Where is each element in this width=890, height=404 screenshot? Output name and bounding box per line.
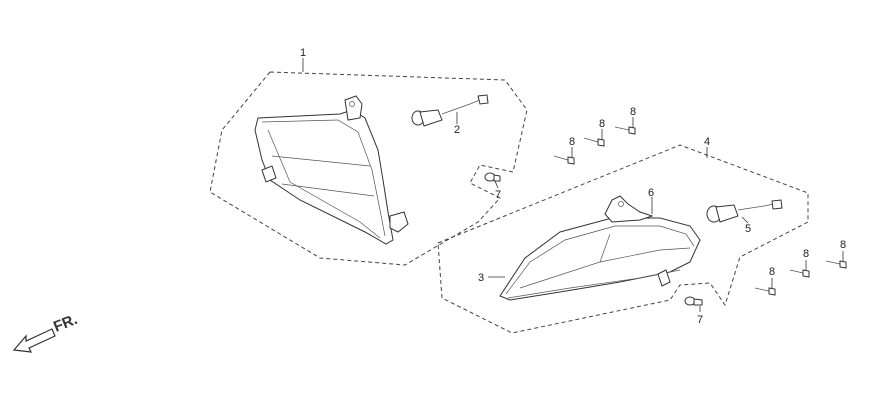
leader-5: [741, 216, 749, 224]
screw-8c: [614, 126, 636, 135]
callout-8d: 8: [769, 266, 775, 278]
small-bulb-7-top: [484, 172, 501, 182]
callout-2: 2: [454, 124, 460, 136]
screw-8f: [825, 260, 847, 269]
bulb-socket-wire-2: [411, 94, 489, 127]
assembly-1-outline: [209, 71, 528, 266]
front-direction-label: FR.: [51, 311, 80, 336]
callout-7-bottom: 7: [697, 314, 703, 326]
callout-3: 3: [478, 272, 484, 284]
callout-6: 6: [648, 187, 654, 199]
small-bulb-7-bottom: [684, 296, 703, 306]
callout-8c: 8: [630, 106, 636, 118]
callout-8e: 8: [803, 248, 809, 260]
callout-8f: 8: [840, 239, 846, 251]
left-headlight-housing: [254, 95, 409, 245]
screw-8d: [754, 287, 776, 296]
screw-8b: [583, 137, 605, 147]
callout-5: 5: [745, 223, 751, 235]
callout-7-top: 7: [495, 189, 501, 201]
callout-4: 4: [704, 136, 710, 148]
bulb-socket-wire-5: [706, 199, 783, 223]
leader-7a: [494, 180, 499, 189]
callout-8a: 8: [569, 136, 575, 148]
screw-8a: [553, 155, 575, 165]
front-arrow-icon: [12, 328, 56, 353]
right-headlight-assembly: [499, 195, 701, 301]
callout-1: 1: [300, 47, 306, 59]
front-direction-indicator: FR.: [12, 311, 80, 353]
screw-8e: [789, 269, 810, 278]
callout-8b: 8: [599, 118, 605, 130]
